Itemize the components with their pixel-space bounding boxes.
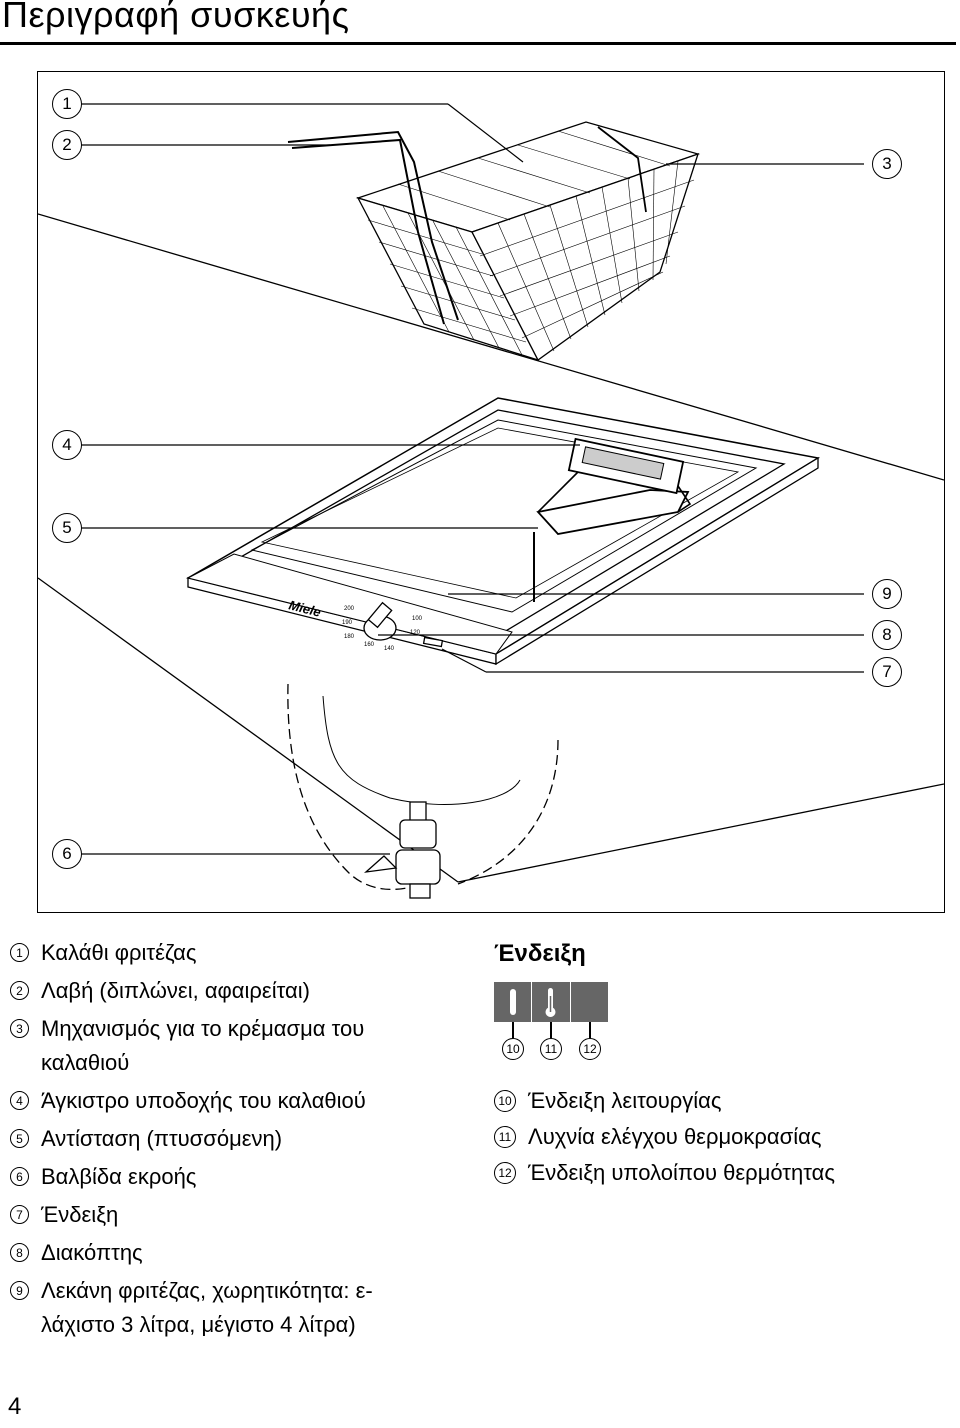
legend-text: Διακόπτης — [41, 1240, 143, 1265]
tick-line — [550, 1022, 552, 1038]
dial-mark: 100 — [412, 616, 423, 622]
legend-text: Καλάθι φριτέζας — [41, 940, 197, 965]
indicator-segment-residual-heat — [571, 982, 608, 1022]
thermometer-icon — [545, 988, 556, 1017]
counter-front-edge — [38, 577, 459, 883]
legend-number: 5 — [10, 1129, 29, 1148]
indicator-legend-item: 12 Ένδειξη υπολοίπου θερμότητας — [494, 1156, 954, 1190]
legend-text: Ένδειξη υπολοίπου θερμότητας — [528, 1160, 835, 1185]
callout-6: 6 — [52, 839, 82, 869]
callout-1: 1 — [52, 89, 82, 119]
device-illustration: Miele 200 190 180 100 120 140 160 1 2 3 … — [37, 71, 945, 913]
legend-item: 8 Διακόπτης — [10, 1236, 450, 1270]
dial-mark: 190 — [342, 620, 353, 626]
legend-text: Ένδειξη λειτουργίας — [528, 1088, 722, 1113]
legend-text: Ένδειξη — [41, 1202, 119, 1227]
power-indicator-icon — [510, 989, 516, 1015]
legend-item: 1 Καλάθι φριτέζας — [10, 936, 450, 970]
callout-4: 4 — [52, 430, 82, 460]
legend-text: Αντίσταση (πτυσσόμενη) — [41, 1126, 283, 1151]
legend-number: 8 — [10, 1243, 29, 1262]
indicator-label: 10 — [502, 1038, 524, 1060]
fryer-unit — [186, 397, 821, 666]
legend-number: 7 — [10, 1205, 29, 1224]
parts-legend: 1 Καλάθι φριτέζας 2 Λαβή (διπλώνει, αφαιρε… — [10, 936, 450, 1346]
callout-2: 2 — [52, 130, 82, 160]
indicator-title: Ένδειξη — [494, 940, 586, 967]
legend-item: 2 Λαβή (διπλώνει, αφαιρείται) — [10, 974, 450, 1008]
callout-3: 3 — [872, 149, 902, 179]
page-number: 4 — [8, 1393, 22, 1420]
dial-mark: 180 — [344, 634, 355, 640]
legend-text: Άγκιστρο υποδοχής του καλαθιού — [41, 1088, 366, 1113]
page-title: Περιγραφή συσκευής — [2, 0, 350, 35]
legend-number: 12 — [494, 1162, 516, 1184]
callout-9: 9 — [872, 579, 902, 609]
counter-back-edge — [38, 213, 944, 481]
legend-item: 5 Αντίσταση (πτυσσόμενη) — [10, 1122, 450, 1156]
indicator-segment-temperature — [532, 982, 571, 1022]
callout-8: 8 — [872, 620, 902, 650]
indicator-panel — [494, 982, 608, 1022]
legend-number: 2 — [10, 981, 29, 1000]
legend-number: 6 — [10, 1167, 29, 1186]
legend-text: Βαλβίδα εκροής — [41, 1164, 197, 1189]
indicator-legend-item: 11 Λυχνία ελέγχου θερμοκρασίας — [494, 1120, 954, 1154]
legend-number: 10 — [494, 1090, 516, 1112]
legend-number: 1 — [10, 943, 29, 962]
legend-item: 3 Μηχανισμός για το κρέμασμα του καλαθιού — [10, 1012, 450, 1080]
legend-item: 7 Ένδειξη — [10, 1198, 450, 1232]
indicator-legend-item: 10 Ένδειξη λειτουργίας — [494, 1084, 954, 1118]
legend-text: Λεκάνη φριτέζας, χωρητικότητα: ε- λάχιστ… — [41, 1278, 373, 1337]
fryer-basket — [287, 121, 701, 362]
dial-mark: 120 — [410, 630, 421, 636]
legend-text: Λυχνία ελέγχου θερμοκρασίας — [528, 1124, 822, 1149]
legend-number: 9 — [10, 1281, 29, 1300]
tick-line — [589, 1022, 591, 1038]
legend-item: 6 Βαλβίδα εκροής — [10, 1160, 450, 1194]
dial-mark: 160 — [364, 642, 375, 648]
callout-5: 5 — [52, 513, 82, 543]
drain-valve — [287, 683, 559, 899]
dial-mark: 200 — [344, 606, 355, 612]
legend-number: 3 — [10, 1019, 29, 1038]
legend-text: Λαβή (διπλώνει, αφαιρείται) — [41, 978, 310, 1003]
indicator-label: 11 — [540, 1038, 562, 1060]
indicator-ticks: 10 11 12 — [494, 1022, 954, 1084]
leader-lines — [80, 103, 864, 855]
title-rule — [0, 42, 956, 45]
legend-item: 9 Λεκάνη φριτέζας, χωρητικότητα: ε- λάχισ… — [10, 1274, 450, 1342]
dial-mark: 140 — [384, 646, 395, 652]
legend-item: 4 Άγκιστρο υποδοχής του καλαθιού — [10, 1084, 450, 1118]
callout-7: 7 — [872, 657, 902, 687]
legend-text: Μηχανισμός για το κρέμασμα του καλαθιού — [41, 1016, 365, 1075]
indicator-segment-power — [494, 982, 533, 1022]
tick-line — [512, 1022, 514, 1038]
fryer-drawing: Miele 200 190 180 100 120 140 160 — [38, 103, 944, 899]
indicator-label: 12 — [579, 1038, 601, 1060]
indicator-legend: 10 Ένδειξη λειτουργίας 11 Λυχνία ελέγχου θ… — [494, 1084, 954, 1190]
legend-number: 4 — [10, 1091, 29, 1110]
legend-number: 11 — [494, 1126, 516, 1148]
